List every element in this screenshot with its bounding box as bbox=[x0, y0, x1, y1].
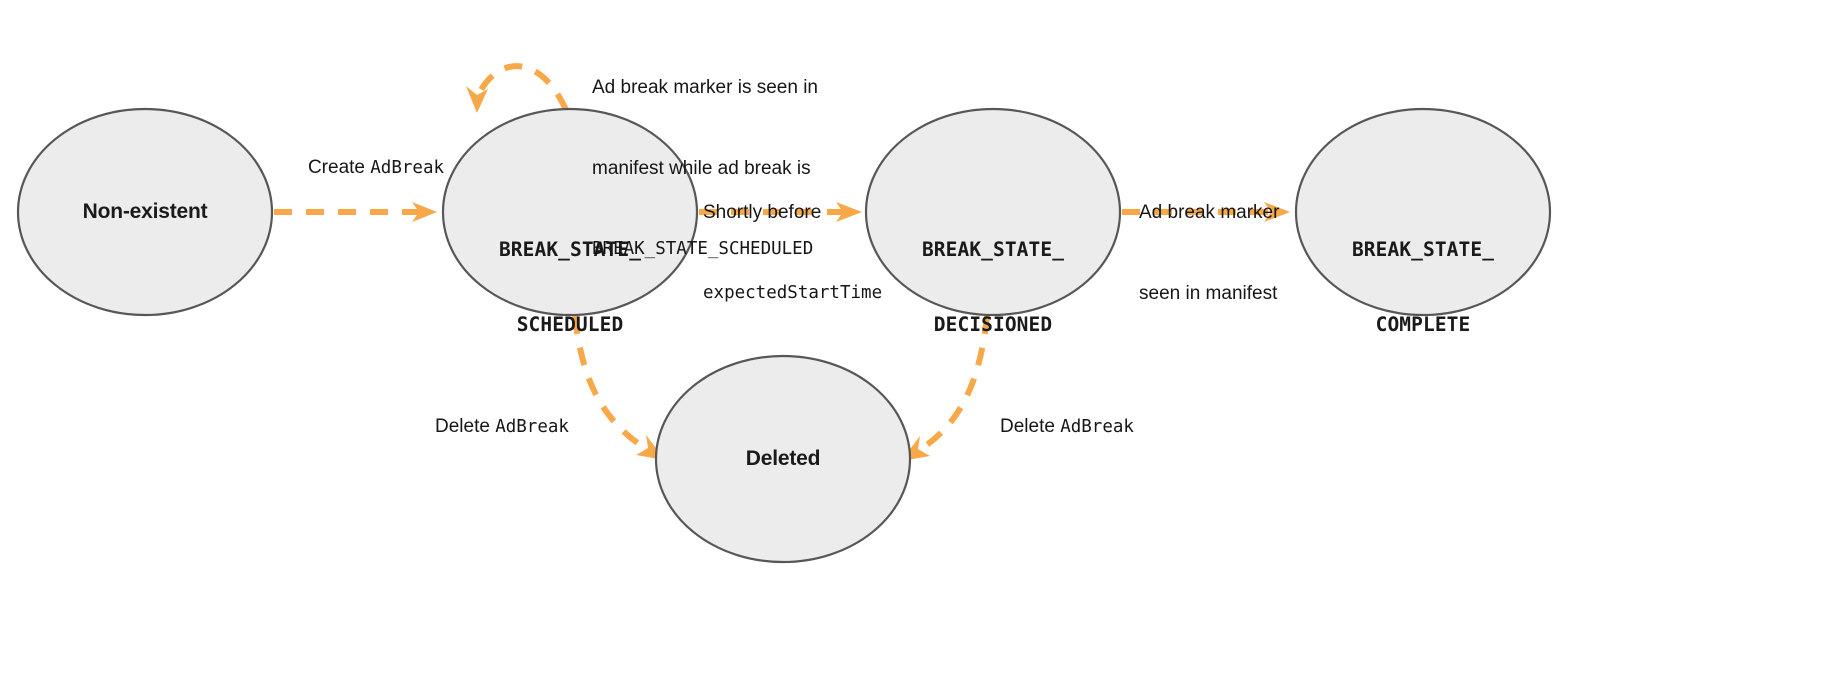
edge-scheduled-self-loop-line bbox=[475, 63, 569, 112]
edge-ad-break-marker-seen-in-manifest bbox=[1122, 202, 1290, 222]
node-break-state-scheduled[interactable] bbox=[441, 107, 699, 317]
edge-create-adbreak-arrowhead bbox=[412, 202, 437, 222]
node-break-state-decisioned[interactable] bbox=[864, 107, 1122, 317]
node-deleted[interactable] bbox=[654, 354, 912, 564]
edge-shortly-before-arrowhead bbox=[836, 202, 862, 222]
node-non-existent[interactable] bbox=[16, 107, 274, 317]
edge-delete-adbreak-from-decisioned bbox=[901, 315, 990, 461]
edge-delete-adbreak-from-scheduled bbox=[572, 315, 665, 460]
edge-scheduled-self-loop bbox=[466, 63, 569, 113]
edge-shortly-before-expected-start-time bbox=[699, 202, 862, 222]
edge-marker-seen-arrowhead bbox=[1264, 202, 1290, 222]
edge-delete-right-line bbox=[914, 315, 990, 455]
edge-scheduled-self-loop-arrowhead bbox=[466, 86, 488, 113]
edge-create-adbreak bbox=[274, 202, 437, 222]
edge-delete-left-line bbox=[572, 315, 652, 454]
node-break-state-complete[interactable] bbox=[1294, 107, 1552, 317]
